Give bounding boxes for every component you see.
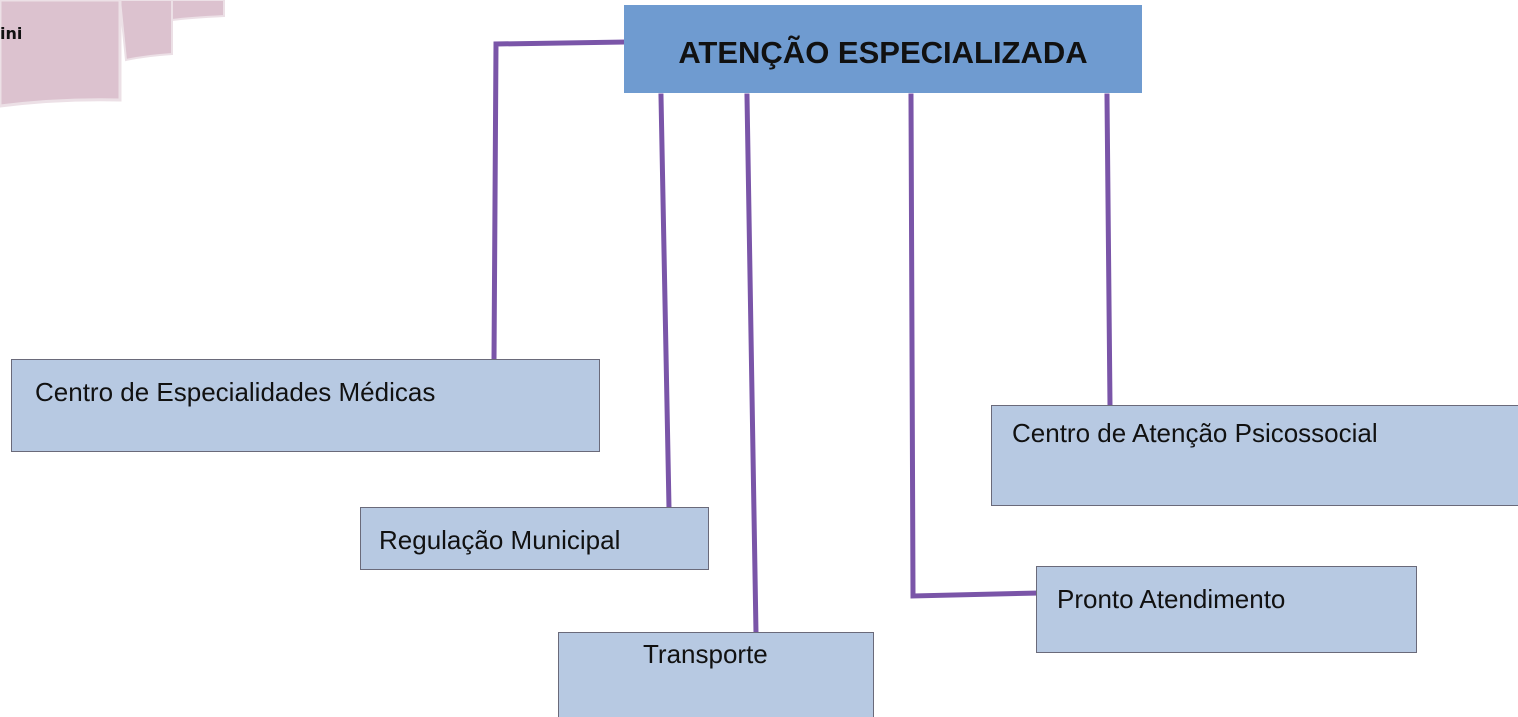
node-pronto-atendimento: Pronto Atendimento [1036,566,1417,653]
connector-especialidades [491,39,628,363]
node-centro-psicossocial: Centro de Atenção Psicossocial [991,405,1518,506]
corner-decoration [0,0,225,108]
connector-regulacao [658,93,672,511]
connector-transporte [744,93,759,636]
root-node: ATENÇÃO ESPECIALIZADA [624,5,1142,93]
corner-shape-front [0,0,122,108]
node-regulacao-municipal-label: Regulação Municipal [379,525,621,555]
node-centro-psicossocial-label: Centro de Atenção Psicossocial [1012,418,1378,448]
root-node-label: ATENÇÃO ESPECIALIZADA [678,35,1088,70]
connector-psicossocial [1104,93,1113,409]
node-pronto-atendimento-label: Pronto Atendimento [1057,584,1286,614]
node-regulacao-municipal: Regulação Municipal [360,507,709,570]
node-centro-especialidades: Centro de Especialidades Médicas [11,359,600,452]
connector-pronto-atendimento [908,93,1040,599]
node-transporte: Transporte [558,632,874,717]
corner-shape-back [171,0,225,22]
corner-label: ini [0,24,23,43]
corner-shape-mid [118,0,173,62]
node-transporte-label: Transporte [643,639,768,669]
node-centro-especialidades-label: Centro de Especialidades Médicas [35,377,436,407]
